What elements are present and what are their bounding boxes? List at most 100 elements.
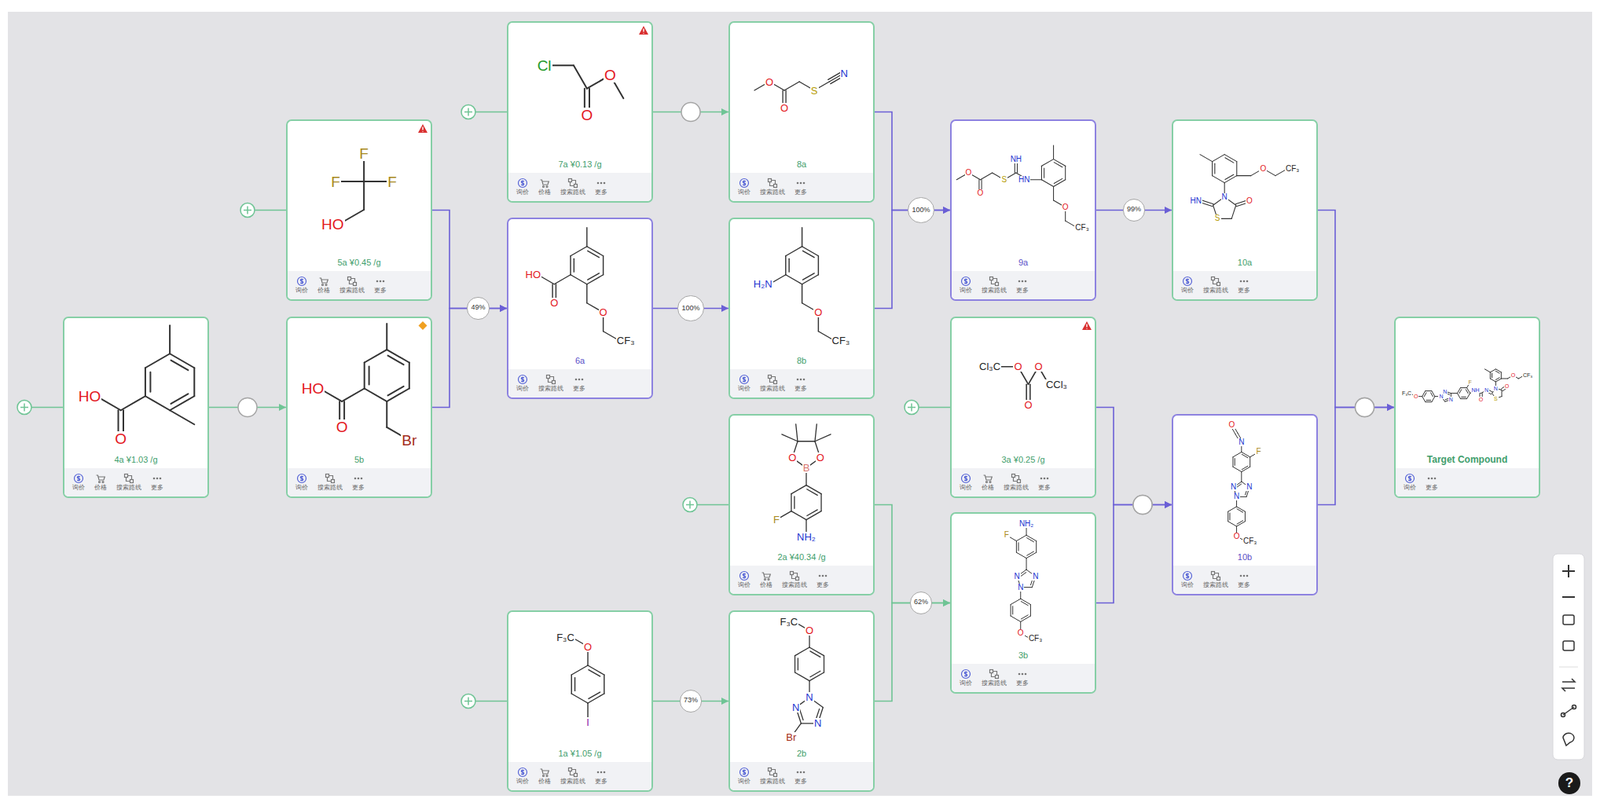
action-button: 询价 [959,275,973,295]
atom-label: O [1023,400,1033,411]
compound-card: OHO4a ¥1.03 /g询价价格搜索路线更多 [62,316,210,499]
button-icon [818,575,828,578]
fit-icon [1563,615,1575,625]
bond-line [1460,387,1467,389]
bond-line [1026,558,1028,571]
bond-line [1043,168,1045,178]
compound-caption: 3b [951,649,1095,661]
notice-diamond [418,321,428,331]
atom-label: N [1031,572,1039,581]
yield-label: 100% [907,197,934,224]
button-icon [1238,275,1250,287]
button-icon [960,473,972,485]
action-button: 价格 [538,177,551,197]
action-button: 询价 [737,177,751,197]
action-button: 搜索路线 [759,374,786,393]
atom-label: N [1229,483,1237,492]
action-button: 更多 [794,177,808,197]
atom-label: O [815,452,826,463]
action-button: 询价 [295,473,309,492]
button-label: 询价 [737,189,751,197]
button-label: 搜索路线 [560,778,586,786]
button-label: 更多 [794,189,808,197]
action-bar: 询价搜索路线更多 [1173,565,1317,595]
bond-line [149,372,151,393]
bond-line [1465,389,1468,394]
atom-label: F₃C [555,632,576,643]
action-button: 价格 [981,473,995,492]
atom-label: F [386,174,398,190]
bond-line [790,494,792,512]
action-bar: 询价价格搜索路线更多 [287,271,431,300]
button-icon [376,280,386,283]
atom-label: CF₃ [1284,165,1300,173]
button-label: 更多 [572,385,586,393]
comment-icon [1563,733,1575,746]
warning-mark [422,127,423,133]
atom-label: N [813,718,823,729]
warning-mark [642,29,644,34]
action-button: 更多 [794,766,808,786]
atom-label: O [335,419,349,435]
bond-line [1236,175,1252,177]
bond-line [364,349,388,363]
action-bar: 询价价格搜索路线更多 [508,762,652,791]
button-icon [960,275,972,287]
bond-line [791,485,807,495]
action-button: 询价 [737,374,751,393]
bond-line [587,250,600,257]
compound-card: OF₃CNNNBr2b询价搜索路线更多 [728,610,875,793]
action-bar: 询价搜索路线更多 [951,664,1095,693]
bond-line [1214,163,1215,174]
action-button: 价格 [538,766,551,786]
bond-line [1425,390,1432,392]
bond-line [797,440,815,442]
bond-line [1020,615,1028,620]
button-icon [795,177,807,189]
bond-line [1041,165,1043,180]
atom-label: I [585,717,591,728]
reaction-arrow [432,210,507,309]
step-circle [238,398,257,418]
button-icon [738,177,750,189]
button-icon [573,374,585,386]
bond-line [785,275,803,285]
bond-line [145,353,170,368]
add-button [240,203,287,218]
atom-label: F [1003,531,1010,540]
action-button: 搜索路线 [116,473,142,492]
atom-label: O [779,102,789,114]
button-icon [517,374,529,386]
button-icon [517,766,529,778]
bond-line [1225,174,1234,180]
bond-line [818,256,819,276]
bond-line [574,678,576,692]
button-label: 价格 [538,778,551,786]
button-icon [961,474,971,484]
bond-line [1228,506,1237,512]
atom-label: N [791,702,800,713]
bond-line [571,675,573,694]
action-bar: 询价搜索路线更多 [951,271,1095,300]
button-icon [96,475,106,484]
bond-line [1041,179,1054,188]
bond-line [795,672,810,682]
button-icon [1210,275,1222,287]
add-button [461,694,507,709]
action-bar: 询价价格搜索路线更多 [730,565,874,595]
bond-line [810,671,821,677]
button-label: 价格 [94,484,107,492]
button-label: 更多 [794,385,808,393]
button-icon [1012,474,1021,484]
bond-line [1240,472,1242,483]
bond-line [820,494,822,512]
button-label: 价格 [759,582,773,590]
bond-line [1010,598,1021,605]
bond-line [1016,541,1017,554]
bond-line [788,258,789,272]
action-button: 搜索路线 [339,275,365,295]
button-icon [595,177,607,189]
bond-line [1500,372,1502,379]
bond-line [169,353,195,368]
atom-label: S [810,85,819,96]
